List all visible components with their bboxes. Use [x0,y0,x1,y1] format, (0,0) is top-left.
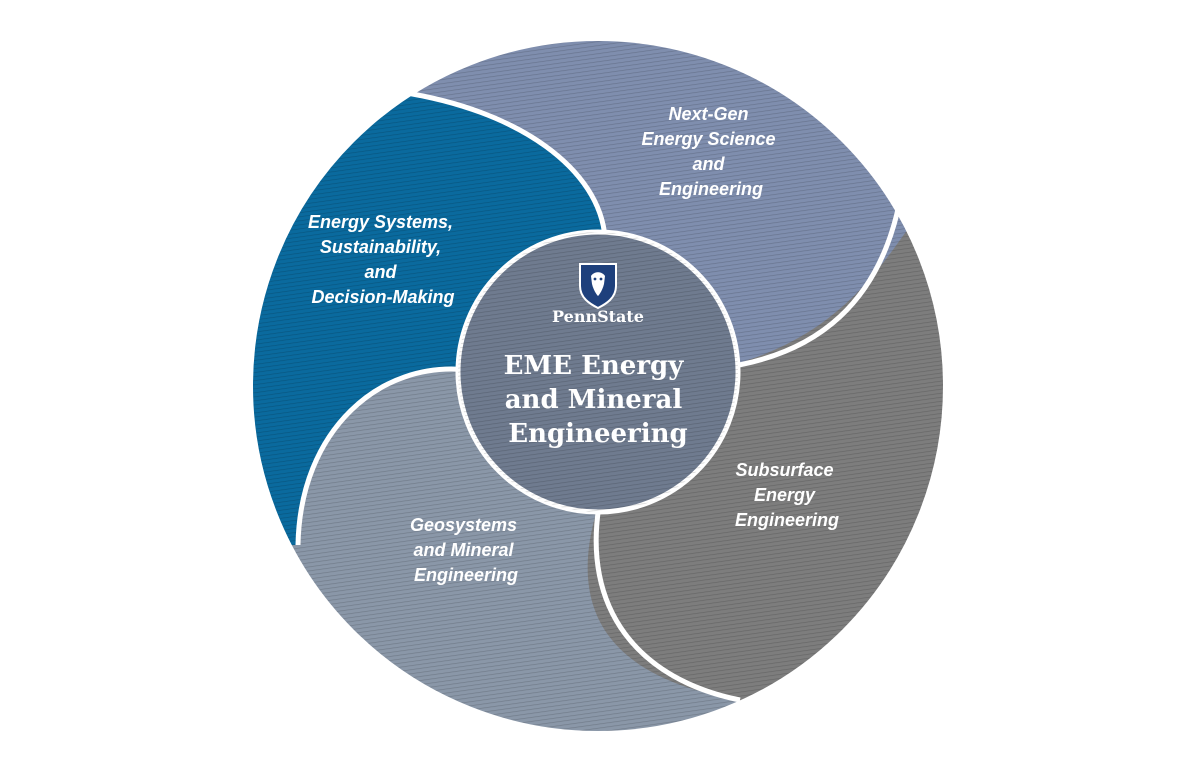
label-line: Next-Gen [668,104,748,124]
label-line: Energy Systems, [308,212,453,232]
label-line: Decision-Making [311,287,454,307]
label-line: Energy Science [641,129,775,149]
divider-lines [295,89,903,703]
label-next-gen: Next-Gen Energy Science and Engineering [641,104,780,199]
label-line: Geosystems [410,515,517,535]
label-geosystems: Geosystems and Mineral Engineering [410,515,522,585]
label-line: Energy [754,485,816,505]
center-title: EME Energy and Mineral Engineering [504,351,693,449]
center-hatch [458,232,738,512]
label-line: and Mineral [413,540,514,560]
divider-systems-geosystems [295,366,469,546]
label-subsurface: Subsurface Energy Engineering [735,460,839,530]
divider-geosystems-subsurface [593,499,741,703]
label-line: Engineering [414,565,518,585]
divider-nextgen-subsurface [719,199,903,371]
label-energy-systems: Energy Systems, Sustainability, and Deci… [308,212,458,307]
center-title-line: Engineering [508,419,687,449]
center-title-line: and Mineral [505,385,683,415]
label-line: Subsurface [735,460,833,480]
label-line: Sustainability, [320,237,441,257]
label-line: and [364,262,397,282]
label-line: and [692,154,725,174]
center-title-line: EME Energy [504,351,685,381]
label-line: Engineering [659,179,763,199]
divider-systems-nextgen [399,89,608,239]
label-line: Engineering [735,510,839,530]
nittany-lion-shield-icon [579,263,617,310]
brand-wordmark: PennState [552,307,644,326]
outer-rim [251,39,945,733]
